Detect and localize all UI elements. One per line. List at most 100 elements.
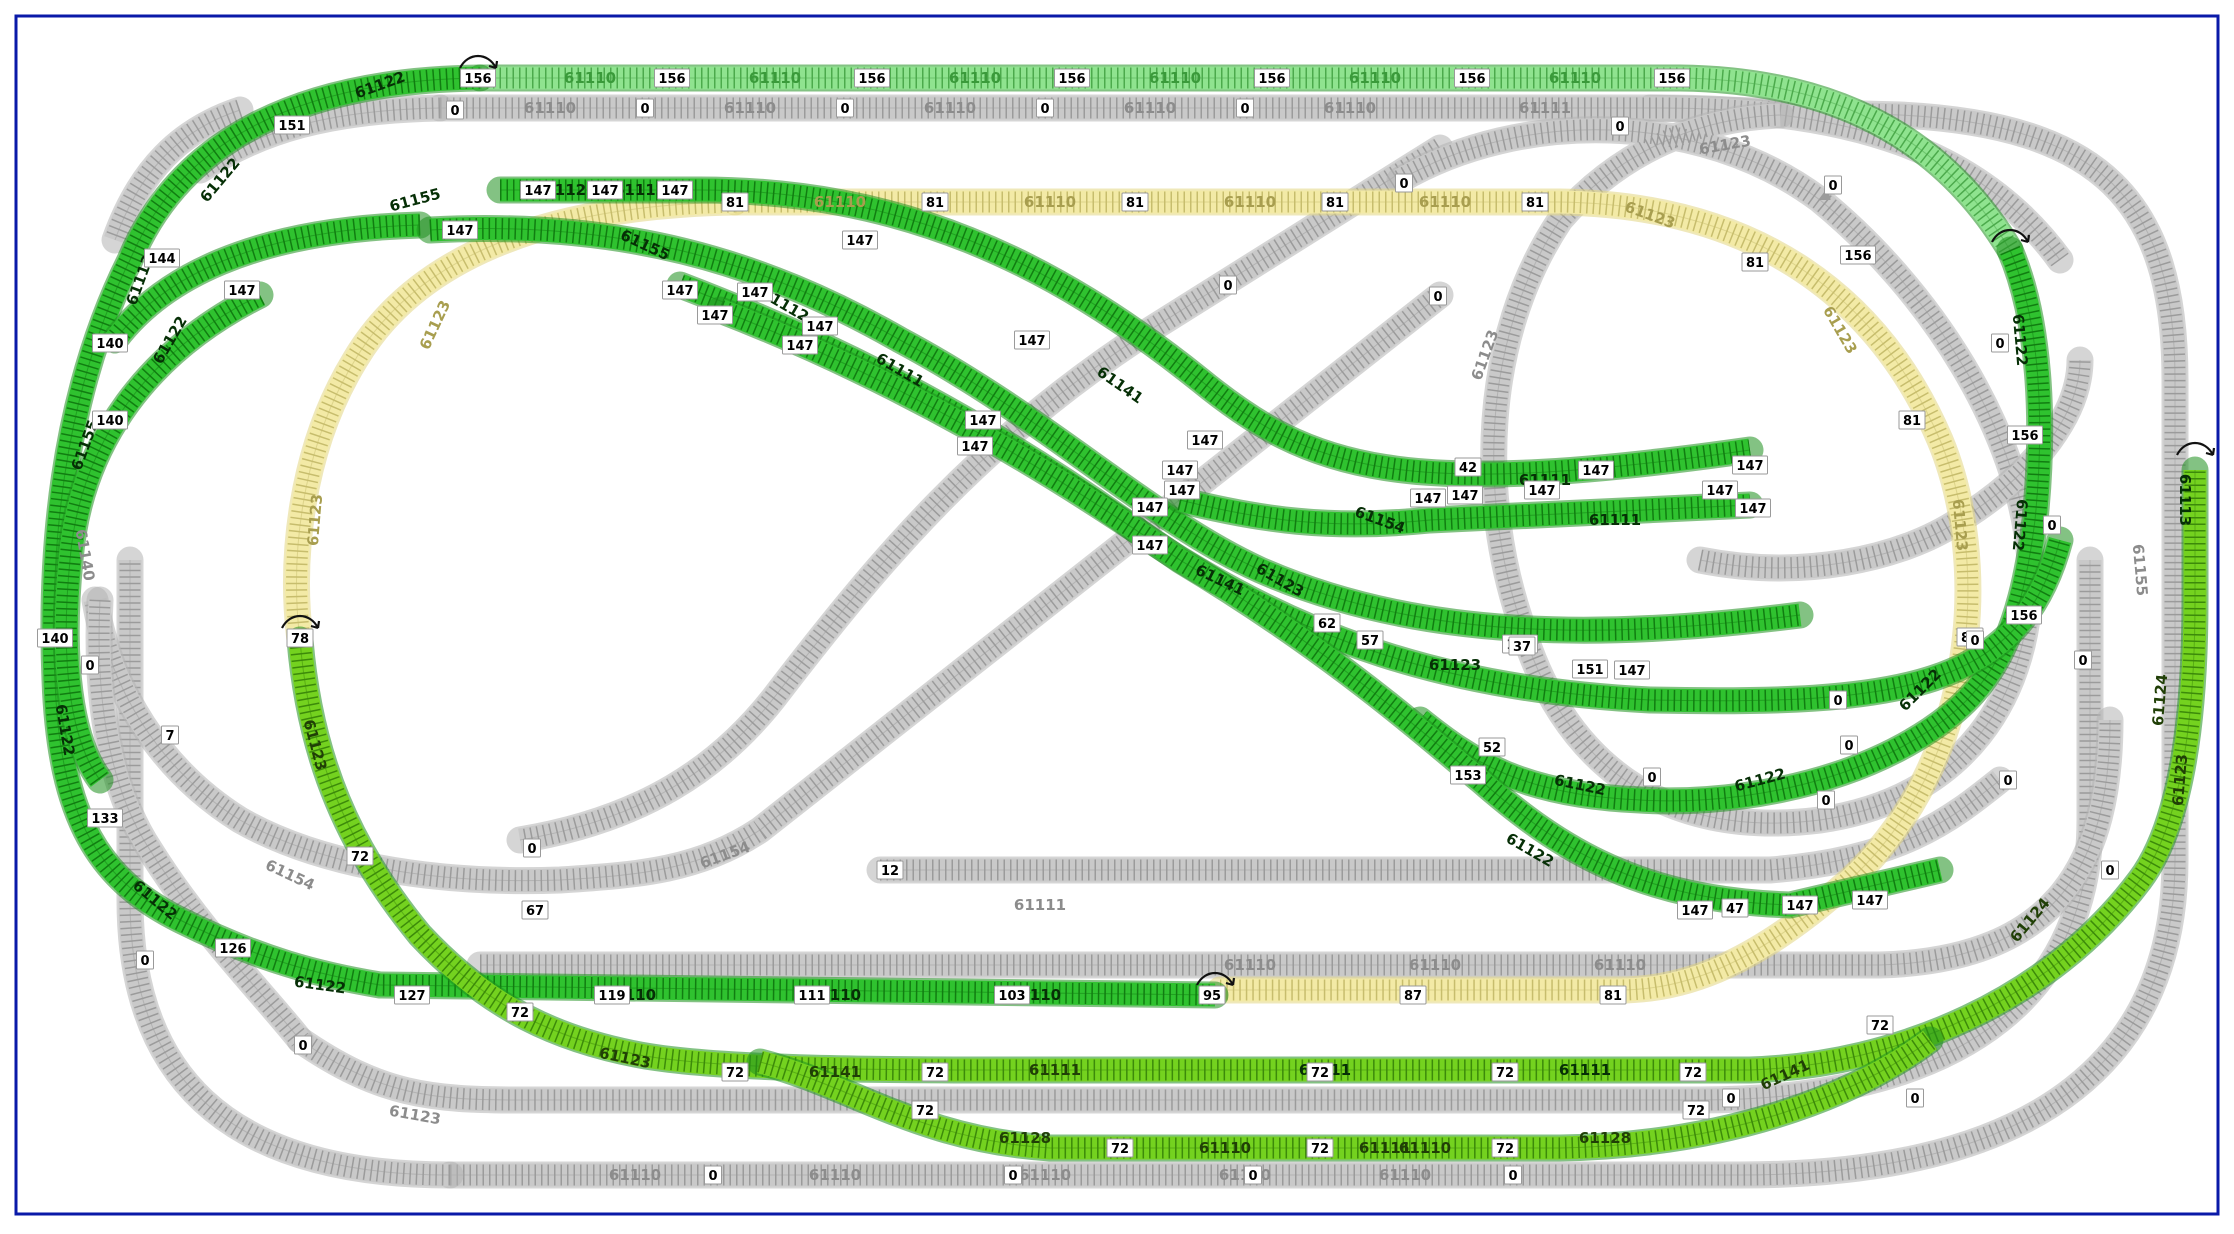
svg-text:0: 0 xyxy=(2047,519,2056,534)
height-label: 147 xyxy=(1132,497,1168,517)
svg-text:72: 72 xyxy=(1871,1019,1889,1034)
svg-text:147: 147 xyxy=(524,184,551,199)
svg-text:133: 133 xyxy=(91,812,118,827)
height-label: 72 xyxy=(1306,1062,1334,1082)
part-number-label: 61110 xyxy=(1324,99,1376,117)
part-number-label: 61123 xyxy=(304,493,326,547)
part-number-label: 61110 xyxy=(1409,956,1461,974)
height-label: 147 xyxy=(442,220,478,240)
height-label: 12 xyxy=(876,860,904,880)
part-number-label: 61141 xyxy=(1093,363,1146,408)
height-label: 72 xyxy=(1491,1062,1519,1082)
height-label: 111 xyxy=(794,985,830,1005)
part-number-label: 61110 xyxy=(809,1166,861,1184)
height-label: 72 xyxy=(1866,1015,1894,1035)
height-label: 0 xyxy=(1429,286,1447,306)
height-label: 140 xyxy=(92,410,128,430)
height-label: 0 xyxy=(1824,175,1842,195)
height-label: 156 xyxy=(2006,605,2042,625)
height-label: 0 xyxy=(446,100,464,120)
height-label: 147 xyxy=(965,410,1001,430)
svg-text:156: 156 xyxy=(2011,429,2038,444)
track-green-147-top xyxy=(486,176,1764,488)
part-number-label: 61110 xyxy=(1224,193,1276,211)
height-label: 147 xyxy=(737,282,773,302)
svg-text:147: 147 xyxy=(806,320,833,335)
part-number-label: 61112 xyxy=(614,181,666,199)
height-label: 0 xyxy=(1817,790,1835,810)
height-label: 0 xyxy=(1991,333,2009,353)
height-label: 81 xyxy=(1898,410,1926,430)
part-number-label: 61110 xyxy=(749,69,801,87)
svg-text:72: 72 xyxy=(351,850,369,865)
track-right-circle-gray xyxy=(1386,101,2044,837)
height-label: 147 xyxy=(1410,488,1446,508)
svg-text:156: 156 xyxy=(1458,72,1485,87)
svg-text:156: 156 xyxy=(1058,72,1085,87)
height-label: 147 xyxy=(802,316,838,336)
track-end-arrow-icon xyxy=(1196,971,1236,987)
svg-text:72: 72 xyxy=(1311,1066,1329,1081)
height-label: 147 xyxy=(1524,480,1560,500)
track-outer-loop-gray xyxy=(436,94,2189,1189)
height-label: 156 xyxy=(854,68,890,88)
svg-text:81: 81 xyxy=(1526,196,1544,211)
svg-text:140: 140 xyxy=(96,337,123,352)
svg-text:12: 12 xyxy=(881,864,899,879)
svg-text:119: 119 xyxy=(598,989,625,1004)
svg-text:57: 57 xyxy=(1361,634,1379,649)
svg-text:147: 147 xyxy=(1451,489,1478,504)
svg-text:72: 72 xyxy=(1496,1142,1514,1157)
track-outer-loop-left-gray xyxy=(116,546,464,1189)
part-number-label: 61110 xyxy=(609,1166,661,1184)
track-mid-straight-gray xyxy=(466,706,2124,979)
height-label: 7 xyxy=(161,725,179,745)
height-label: 72 xyxy=(911,1100,939,1120)
height-label: 140 xyxy=(92,333,128,353)
svg-text:156: 156 xyxy=(658,72,685,87)
height-label: 81 xyxy=(921,192,949,212)
height-label: 156 xyxy=(1654,68,1690,88)
track-green-140 xyxy=(52,281,274,794)
height-label: 119 xyxy=(594,985,630,1005)
height-label: 151 xyxy=(274,115,310,135)
height-label: 0 xyxy=(1840,735,1858,755)
svg-text:147: 147 xyxy=(661,184,688,199)
svg-text:126: 126 xyxy=(219,942,246,957)
svg-text:72: 72 xyxy=(1687,1104,1705,1119)
svg-text:156: 156 xyxy=(1258,72,1285,87)
part-number-label: 61110 xyxy=(1349,69,1401,87)
svg-text:72: 72 xyxy=(511,1006,529,1021)
height-label: 147 xyxy=(657,180,693,200)
track-lime-inner xyxy=(746,1026,1944,1162)
track-green-right-156 xyxy=(1406,236,2054,815)
track-end-arrow-icon xyxy=(459,54,499,70)
height-label: 147 xyxy=(1164,480,1200,500)
height-label: 0 xyxy=(1906,1088,1924,1108)
height-label: 72 xyxy=(1491,1138,1519,1158)
svg-text:0: 0 xyxy=(527,842,536,857)
svg-text:81: 81 xyxy=(1604,989,1622,1004)
height-label: 52 xyxy=(1478,737,1506,757)
svg-text:0: 0 xyxy=(1995,337,2004,352)
height-label: 147 xyxy=(842,230,878,250)
svg-text:144: 144 xyxy=(148,252,175,267)
part-number-label: 61124 xyxy=(2149,673,2171,727)
svg-text:72: 72 xyxy=(1111,1142,1129,1157)
svg-text:147: 147 xyxy=(591,184,618,199)
svg-text:0: 0 xyxy=(1615,120,1624,135)
svg-text:78: 78 xyxy=(291,632,309,647)
height-label: 72 xyxy=(1306,1138,1334,1158)
height-label: 72 xyxy=(721,1062,749,1082)
svg-text:140: 140 xyxy=(96,414,123,429)
part-number-label: 61110 xyxy=(1419,193,1471,211)
svg-text:147: 147 xyxy=(961,440,988,455)
track-green-147-bottom xyxy=(706,296,1954,919)
height-label: 57 xyxy=(1356,630,1384,650)
height-label: 95 xyxy=(1198,985,1226,1005)
svg-text:0: 0 xyxy=(1970,634,1979,649)
plan-frame xyxy=(14,14,2220,1216)
part-number-label: 61123 xyxy=(1429,656,1481,674)
